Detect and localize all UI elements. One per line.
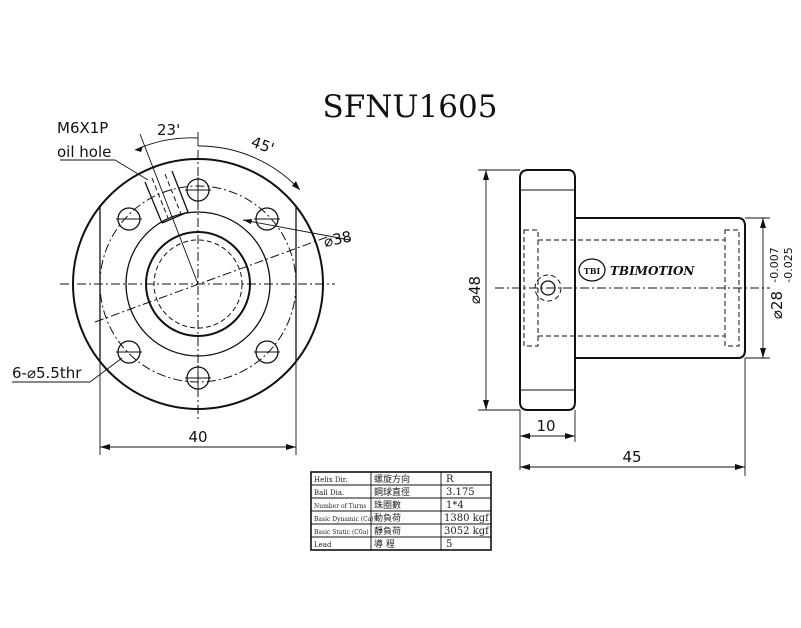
oil-hole-label-2: oil hole: [57, 143, 111, 161]
row-label-cn: 螺旋方向: [374, 473, 410, 485]
front-view: M6X1P oil hole 23' 45' ⌀38 6-⌀5.5thr 40: [12, 119, 353, 455]
table-row: Helix Dir. 螺旋方向 R: [314, 473, 454, 485]
row-label-cn: 靜負荷: [374, 525, 401, 537]
dia-48-label: ⌀48: [466, 276, 484, 304]
bolt-holes: [116, 177, 280, 391]
row-label-en: Ball Dia.: [314, 489, 344, 497]
row-label-en: Basic Dynamic (Ca): [314, 516, 374, 523]
row-label-en: Number of Turns: [314, 503, 366, 510]
row-value: 3.175: [446, 487, 475, 498]
angle-45-label: 45': [249, 133, 277, 158]
row-value: 5: [446, 539, 452, 550]
holes-label: 6-⌀5.5thr: [12, 364, 82, 382]
row-label-cn: 珠圈數: [374, 499, 401, 511]
row-value: R: [446, 474, 454, 485]
dim-45-label: 45: [622, 448, 641, 466]
table-row: Lead 導 程 5: [314, 538, 452, 550]
row-label-cn: 鋼球直徑: [374, 486, 410, 498]
drawing-title: SFNU1605: [323, 89, 498, 125]
row-label-cn: 導 程: [374, 538, 395, 550]
row-label-en: Lead: [314, 541, 332, 549]
table-row: Basic Static (C0a) 靜負荷 3052 kgf: [314, 525, 490, 537]
dim-10-label: 10: [536, 417, 555, 435]
spec-table: Helix Dir. 螺旋方向 R Ball Dia. 鋼球直徑 3.175 N…: [310, 471, 492, 551]
flange-profile: [519, 169, 576, 411]
tol-lower: -0.025: [782, 247, 795, 282]
table-row: Number of Turns 珠圈數 1*4: [314, 499, 464, 511]
dia-28-label: ⌀28: [768, 291, 786, 319]
side-view: TBI TBIMOTION ⌀48 ⌀28 -0.007 -0.025 10 4…: [466, 169, 795, 476]
width-40-label: 40: [188, 428, 207, 446]
oil-hole-label-1: M6X1P: [57, 119, 108, 137]
angle-23-label: 23': [157, 121, 180, 139]
row-label-en: Helix Dir.: [314, 476, 348, 484]
row-value: 1*4: [446, 500, 464, 511]
brand-name: TBIMOTION: [610, 264, 695, 278]
logo-mark: TBI: [584, 266, 601, 276]
pcd-label: ⌀38: [322, 227, 353, 250]
row-value: 1380 kgf: [444, 513, 490, 524]
oil-hole: [144, 170, 189, 224]
table-row: Ball Dia. 鋼球直徑 3.175: [314, 486, 475, 498]
row-value: 3052 kgf: [444, 526, 490, 537]
row-label-en: Basic Static (C0a): [314, 529, 369, 536]
row-label-cn: 動負荷: [374, 512, 401, 524]
tol-upper: -0.007: [768, 247, 781, 282]
tbi-logo: TBI TBIMOTION: [578, 258, 695, 282]
table-row: Basic Dynamic (Ca) 動負荷 1380 kgf: [314, 512, 490, 524]
